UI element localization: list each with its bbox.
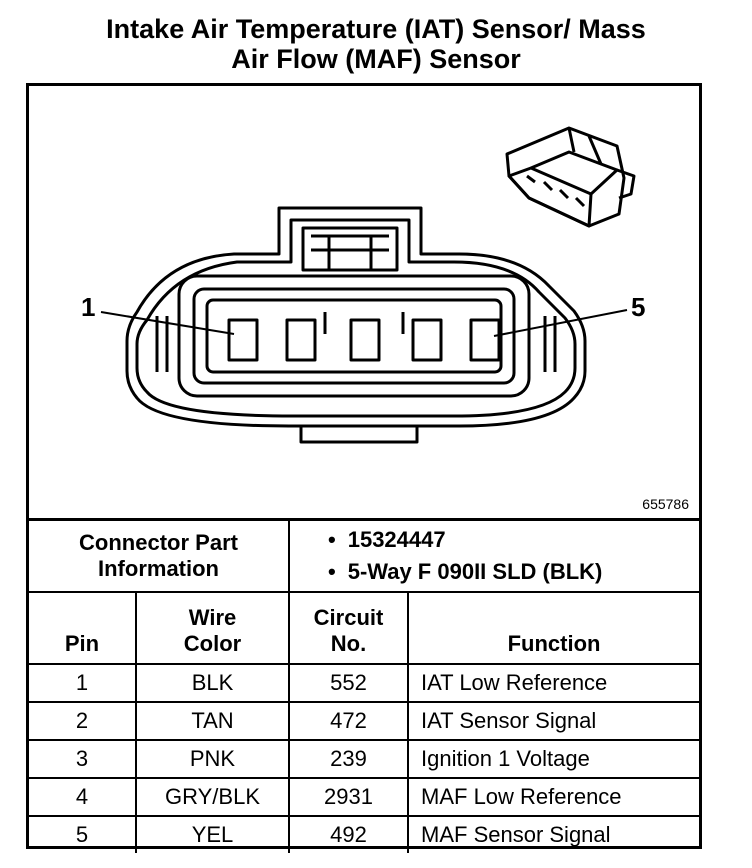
cell-circuit: 492 (288, 815, 410, 853)
cell-wire-color: YEL (134, 815, 291, 853)
cell-function: IAT Sensor Signal (407, 701, 700, 741)
connector-part-list: 15324447 5-Way F 090II SLD (BLK) (288, 518, 700, 593)
header-circuit: Circuit No. (288, 591, 410, 665)
cell-function: IAT Low Reference (407, 663, 700, 703)
table-row: 1 BLK 552 IAT Low Reference (29, 663, 700, 703)
pin-cavity-1 (227, 318, 259, 362)
cell-pin: 3 (29, 739, 137, 779)
part-description: 5-Way F 090II SLD (BLK) (328, 556, 699, 588)
diagram-title: Intake Air Temperature (IAT) Sensor/ Mas… (0, 14, 752, 74)
pin-cavity-2 (285, 318, 317, 362)
pin-1-leader (100, 311, 235, 335)
cell-wire-color: TAN (134, 701, 291, 741)
connector-perspective-icon (505, 126, 636, 228)
cell-pin: 2 (29, 701, 137, 741)
pin-5-leader (493, 309, 628, 337)
cell-pin: 4 (29, 777, 137, 817)
table-header-row: Pin Wire Color Circuit No. Function (29, 591, 700, 665)
cell-wire-color: BLK (134, 663, 291, 703)
cell-function: MAF Sensor Signal (407, 815, 700, 853)
connector-face-drawing (100, 126, 636, 444)
cell-pin: 1 (29, 663, 137, 703)
title-line-1: Intake Air Temperature (IAT) Sensor/ Mas… (106, 14, 646, 44)
cell-function: MAF Low Reference (407, 777, 700, 817)
connector-frame: 1 5 655786 Connector Part Information 15… (26, 83, 702, 853)
cell-circuit: 472 (288, 701, 410, 741)
header-function: Function (407, 591, 700, 665)
table-row: 3 PNK 239 Ignition 1 Voltage (29, 739, 700, 779)
cell-pin: 5 (29, 815, 137, 853)
pin-cavity-4 (411, 318, 443, 362)
title-line-2: Air Flow (MAF) Sensor (231, 44, 521, 74)
cell-circuit: 239 (288, 739, 410, 779)
table-row: 4 GRY/BLK 2931 MAF Low Reference (29, 777, 700, 817)
cell-circuit: 552 (288, 663, 410, 703)
figure-id: 655786 (642, 496, 689, 512)
pin-1-label: 1 (81, 292, 96, 322)
table-row: 5 YEL 492 MAF Sensor Signal (29, 815, 700, 853)
cell-wire-color: PNK (134, 739, 291, 779)
header-wire-color: Wire Color (134, 591, 291, 665)
pin-cavity-3 (349, 318, 381, 362)
pin-cavity-5 (469, 318, 501, 362)
pin-5-label: 5 (631, 292, 646, 322)
connector-diagram: 1 5 655786 (29, 86, 699, 518)
cell-circuit: 2931 (288, 777, 410, 817)
header-pin: Pin (29, 591, 137, 665)
part-number: 15324447 (328, 524, 699, 556)
cell-wire-color: GRY/BLK (134, 777, 291, 817)
connector-info-row: Connector Part Information 15324447 5-Wa… (29, 518, 700, 593)
cell-function: Ignition 1 Voltage (407, 739, 700, 779)
pinout-table: Connector Part Information 15324447 5-Wa… (29, 518, 700, 853)
table-row: 2 TAN 472 IAT Sensor Signal (29, 701, 700, 741)
connector-info-label: Connector Part Information (29, 518, 291, 593)
